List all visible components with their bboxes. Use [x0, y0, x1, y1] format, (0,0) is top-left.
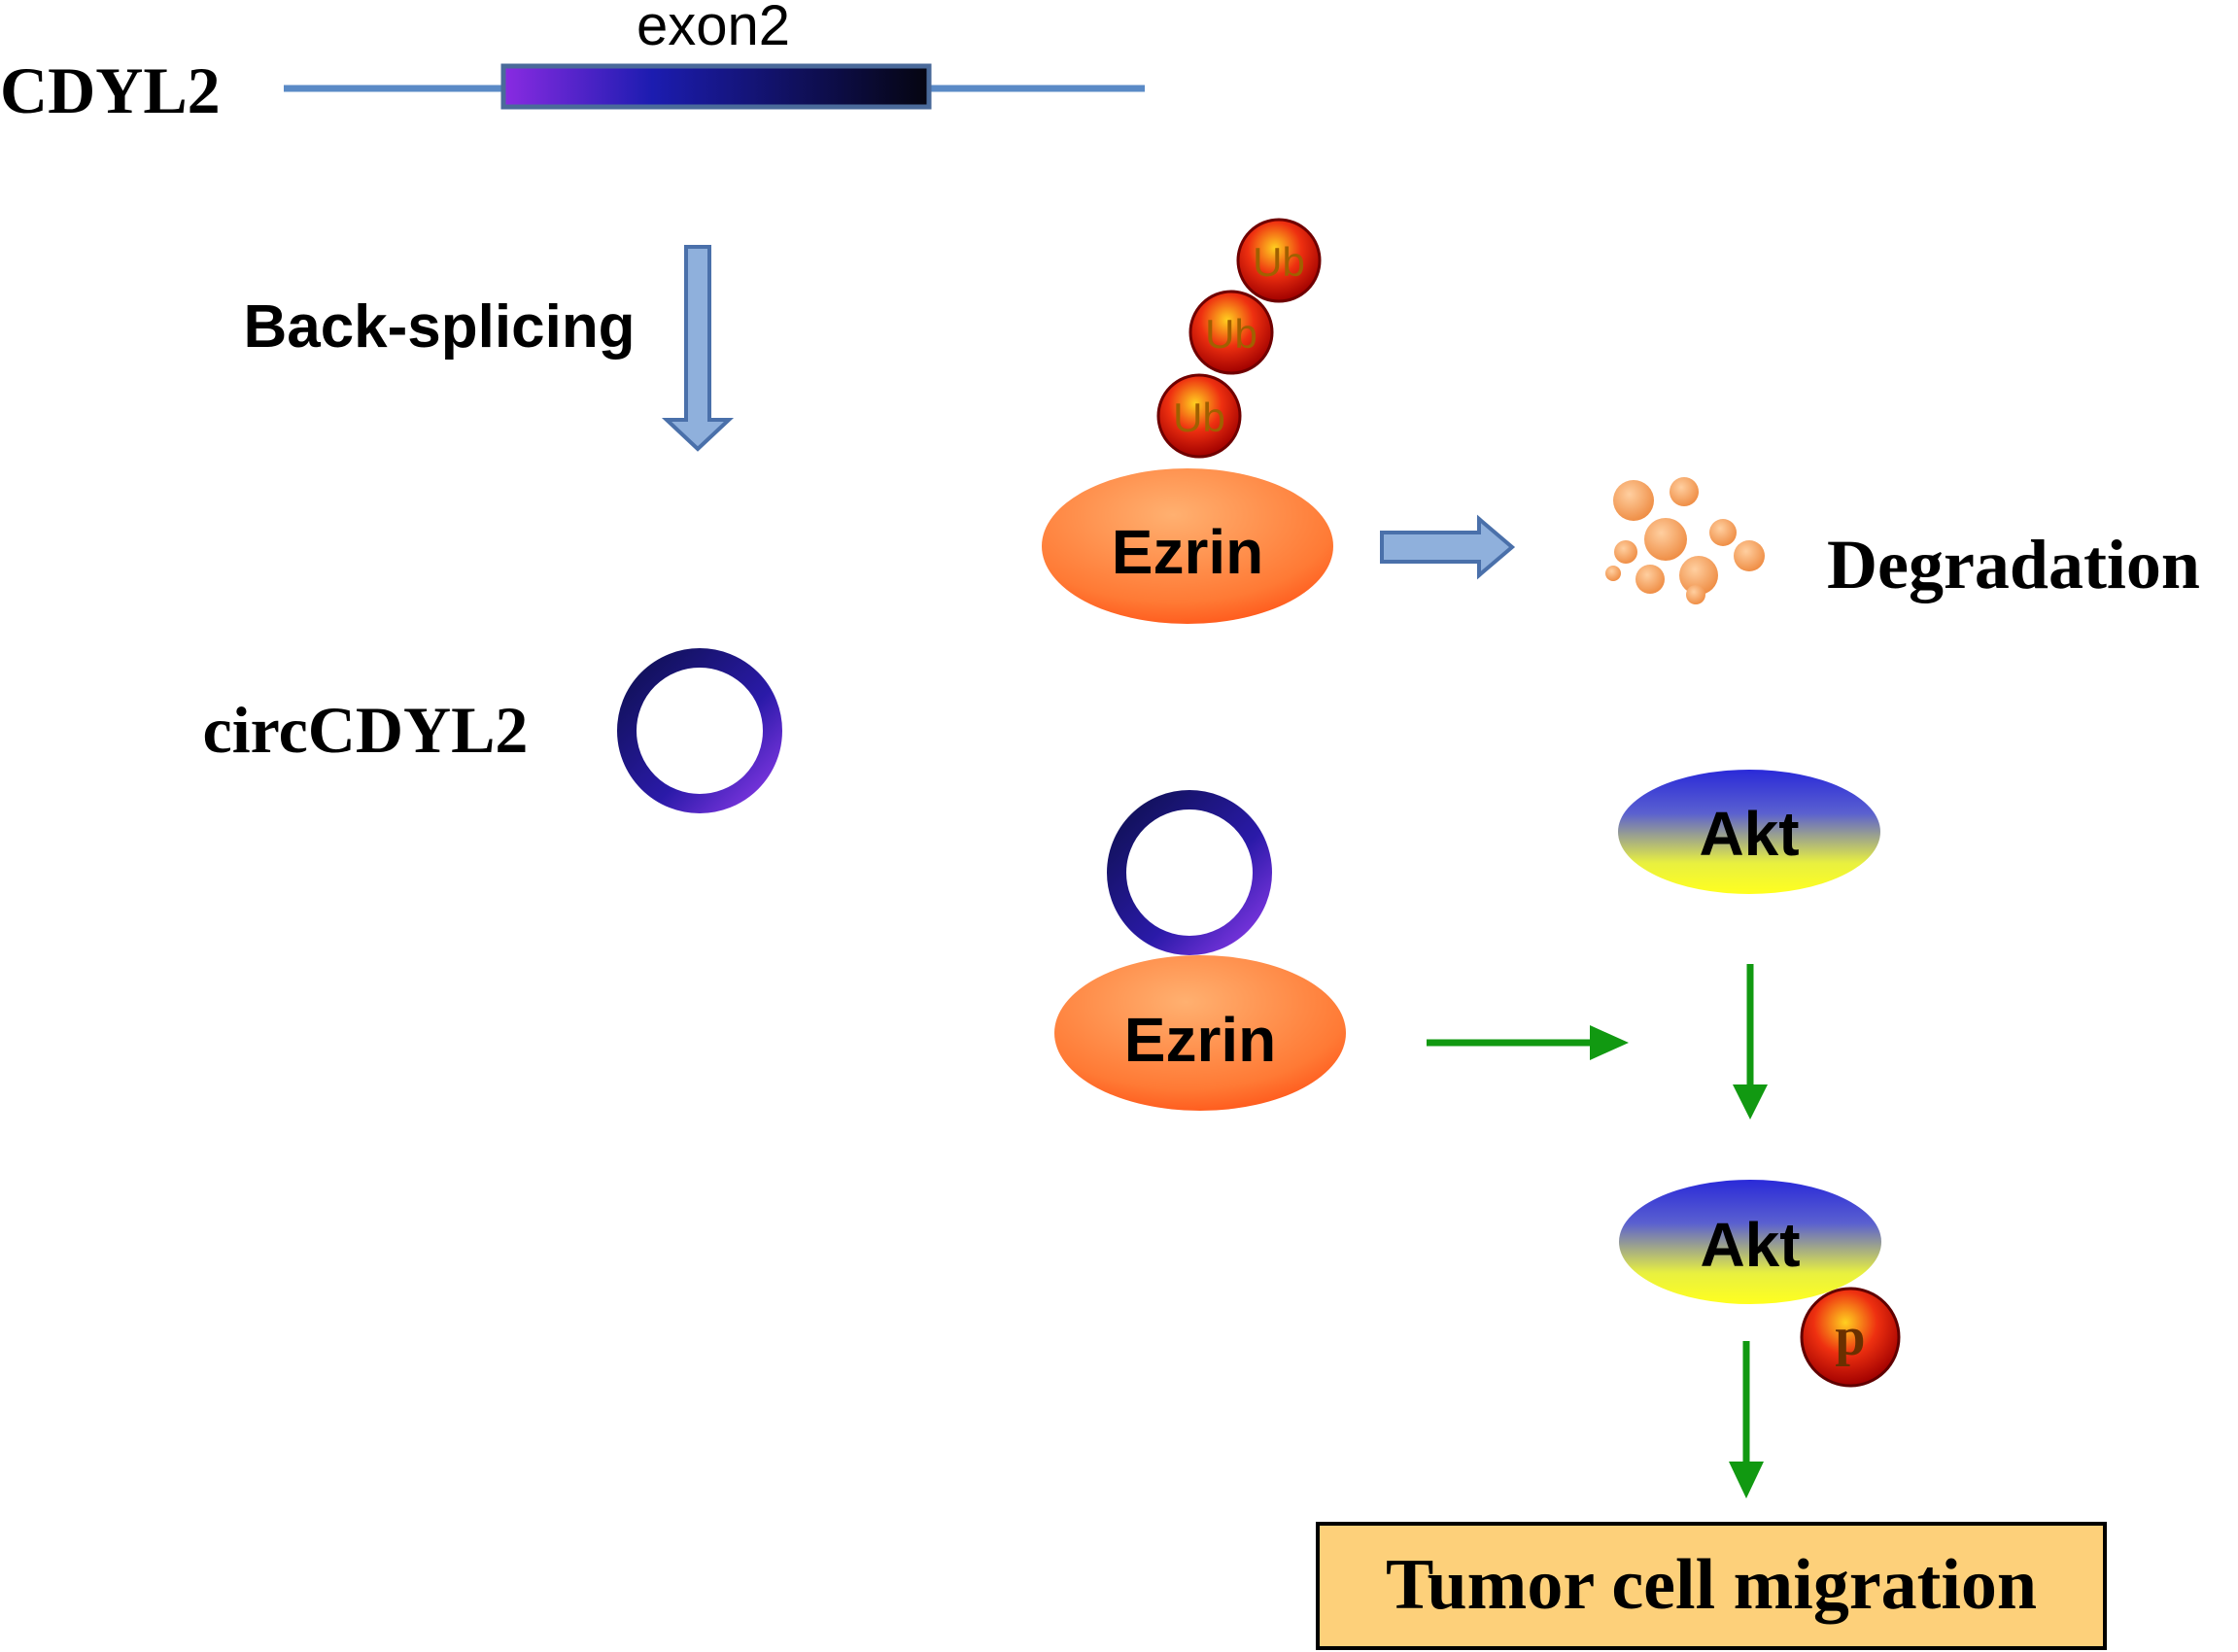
circ-label: circCDYL2: [203, 693, 529, 767]
degradation-fragments: [1605, 477, 1765, 604]
ezrin-top-label: Ezrin: [1112, 517, 1263, 587]
ezrin-stabilized: [1054, 955, 1346, 1111]
phospho-label: p: [1835, 1307, 1865, 1367]
ubiquitin-2: [1188, 290, 1274, 375]
ezrin-to-akt-arrow-head: [1590, 1025, 1629, 1060]
migration-label: Tumor cell migration: [1386, 1545, 2037, 1625]
ubiquitin-3: [1156, 373, 1242, 459]
ubiquitin-1-label: Ub: [1253, 239, 1305, 285]
akt-label: Akt: [1699, 799, 1799, 869]
back-splicing-arrow: [661, 245, 735, 452]
ubiquitin-1: [1236, 218, 1322, 303]
pakt-to-migration-arrow-head: [1729, 1462, 1764, 1498]
akt-to-pakt-arrow-head: [1733, 1084, 1768, 1119]
phospho-group: [1800, 1287, 1901, 1388]
ezrin-bottom-label: Ezrin: [1124, 1005, 1276, 1075]
degradation-label: Degradation: [1827, 526, 2200, 603]
migration-box: [1316, 1522, 2107, 1650]
ezrin-ubiquitinated: [1042, 468, 1333, 624]
ubiquitin-2-label: Ub: [1205, 311, 1257, 357]
gene-label: CDYL2: [0, 53, 221, 127]
circ-ring: [617, 648, 782, 813]
circ-ring-bound: [1107, 790, 1272, 955]
pakt-label: Akt: [1700, 1210, 1800, 1280]
exon-label: exon2: [637, 0, 790, 57]
back-splicing-label: Back-splicing: [243, 293, 635, 361]
degradation-arrow: [1380, 514, 1516, 580]
ubiquitin-3-label: Ub: [1173, 395, 1225, 440]
akt-phosphorylated: [1619, 1180, 1881, 1304]
akt: [1618, 770, 1880, 894]
exon2-box: [500, 63, 932, 110]
